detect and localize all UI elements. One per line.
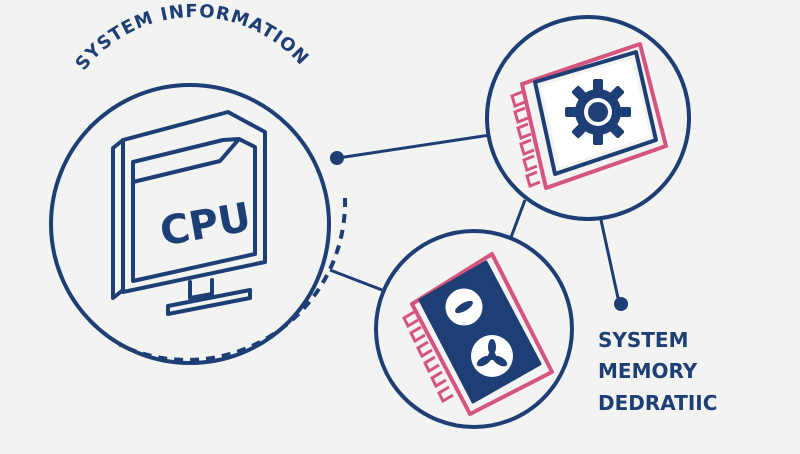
fan-icon xyxy=(442,285,486,329)
card-pins xyxy=(402,310,454,404)
diagram-title: SYSTEM INFORMATION xyxy=(72,1,314,75)
cpu-monitor-icon xyxy=(111,110,267,316)
fan-icon xyxy=(471,335,513,377)
connector-gear-to-label xyxy=(599,219,620,299)
connector-lines xyxy=(329,133,620,299)
memory-label-line-3: DEDRATIIC xyxy=(598,391,717,415)
connector-dot-left xyxy=(330,151,344,165)
gear-icon xyxy=(565,79,631,145)
memory-label: SYSTEM MEMORY DEDRATIIC xyxy=(598,328,717,415)
connector-gpu-to-gear xyxy=(508,199,527,241)
memory-label-line-1: SYSTEM xyxy=(598,328,689,352)
connector-dot-right xyxy=(614,297,628,311)
dashed-arc xyxy=(119,197,348,362)
memory-label-line-2: MEMORY xyxy=(598,359,698,383)
connector-monitor-to-gpu xyxy=(329,268,383,292)
chip-pins xyxy=(510,90,541,189)
graphics-card-icon xyxy=(402,252,554,416)
graphics-card-circle xyxy=(374,229,574,429)
monitor-label: CPU xyxy=(157,194,255,255)
gear-chip-circle xyxy=(485,15,691,221)
connector-monitor-to-gear xyxy=(337,133,491,160)
monitor-circle xyxy=(49,83,331,365)
gear-chip-icon xyxy=(510,42,668,190)
